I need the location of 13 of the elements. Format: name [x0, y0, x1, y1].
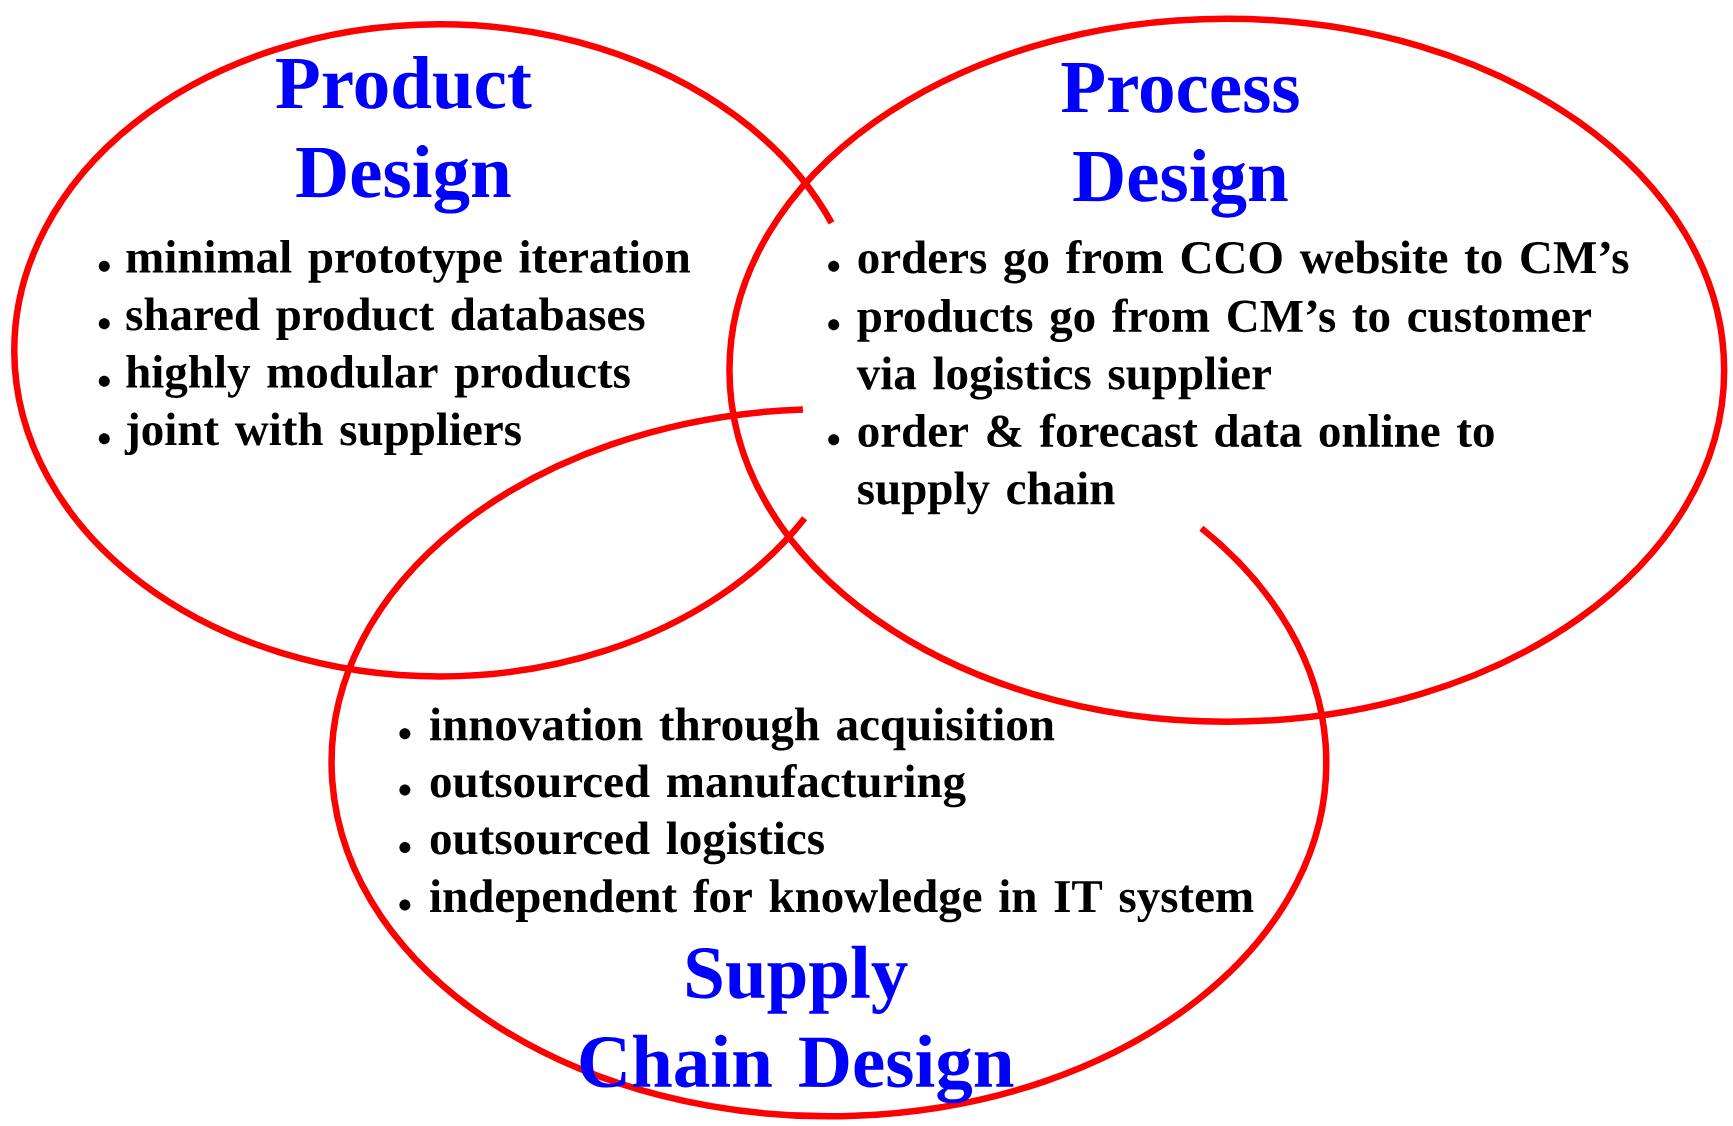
bullet-text: minimal prototype iteration	[126, 240, 691, 283]
bullet-text: outsourced manufacturing	[430, 763, 966, 808]
bullet-text: innovation through acquisition	[430, 707, 1055, 751]
bullet-text: highly modular products	[126, 354, 630, 398]
bullet-text: joint with suppliers	[124, 412, 521, 456]
bullet-text: orders go from CCO website to CM’s	[858, 240, 1629, 284]
heading: Process Design	[1061, 63, 1299, 218]
bullet-text: outsourced logistics	[430, 821, 824, 865]
bullet-text: order & forecast data online to supply chain	[858, 413, 1494, 515]
bullet-text: independent for knowledge in IT system	[430, 878, 1254, 923]
bullet-text: shared product databases	[126, 297, 645, 341]
heading: Supply Chain Design	[580, 945, 1014, 1104]
heading: Product Design	[276, 56, 532, 214]
